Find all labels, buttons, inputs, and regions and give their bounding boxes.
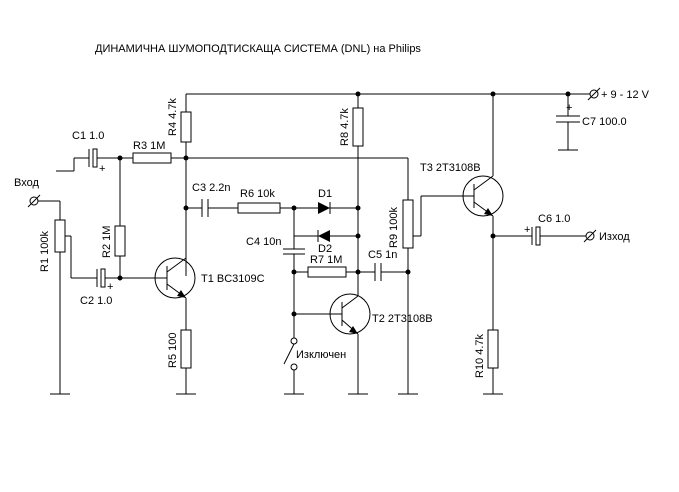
resistor-r4: R4 4.7k <box>167 94 192 276</box>
supply-terminal: + 9 - 12 V <box>587 87 650 101</box>
c6-label: C6 1.0 <box>538 213 570 225</box>
capacitor-c1: + C1 1.0 <box>56 130 123 175</box>
c6-polarity: + <box>524 224 530 236</box>
c1-label: C1 1.0 <box>72 130 104 142</box>
resistor-r6: R6 10k <box>237 188 294 214</box>
potentiometer-r9: R9 100k <box>388 195 460 395</box>
r7-label: R7 1M <box>310 254 342 266</box>
resistor-r5: R5 100 <box>167 329 196 395</box>
c4-label: C4 10n <box>246 236 281 248</box>
r6-label: R6 10k <box>240 188 275 200</box>
switch-label: Изключен <box>296 349 346 361</box>
r5-label: R5 100 <box>167 333 179 368</box>
diagram-title: ДИНАМИЧНА ШУМОПОДТИСКАЩА СИСТЕМА (DNL) н… <box>95 43 421 55</box>
r3-label: R3 1M <box>133 140 165 152</box>
resistor-r3: R3 1M <box>120 140 409 200</box>
c5-label: C5 1n <box>368 249 397 261</box>
t3-label: T3 2T3108B <box>420 162 481 174</box>
c7-polarity: + <box>566 102 572 114</box>
c1-polarity: + <box>99 163 105 175</box>
capacitor-c7: + C7 100.0 <box>556 94 627 151</box>
capacitor-c6: + C6 1.0 <box>493 213 586 246</box>
r8-label: R8 4.7k <box>339 108 351 146</box>
r4-label: R4 4.7k <box>167 98 179 136</box>
supply-label: + 9 - 12 V <box>601 89 650 101</box>
c7-label: C7 100.0 <box>582 116 627 128</box>
disable-switch: Изключен <box>283 337 346 395</box>
d1-label: D1 <box>318 188 332 200</box>
resistor-r10: R10 4.7k <box>474 329 503 395</box>
r9-label: R9 100k <box>388 207 400 248</box>
diode-d1: D1 <box>291 188 361 214</box>
supply-rail <box>186 91 590 97</box>
c2-polarity: + <box>107 281 113 293</box>
capacitor-c5: C5 1n <box>368 249 411 281</box>
c2-label: C2 1.0 <box>80 295 112 307</box>
t1-label: T1 BC3109C <box>201 273 265 285</box>
potentiometer-r1: R1 100k <box>39 219 97 395</box>
r2-label: R2 1M <box>101 226 113 258</box>
t2-label: T2 2T3108B <box>372 313 433 325</box>
resistor-r2: R2 1M <box>101 158 126 281</box>
output-label: Изход <box>599 231 630 243</box>
resistor-r7: R7 1M <box>294 254 375 278</box>
diode-d2: D2 <box>293 208 361 255</box>
transistor-t2: T2 2T3108B <box>294 293 433 395</box>
capacitor-c3: C3 2.2n <box>186 182 238 217</box>
r1-label: R1 100k <box>39 231 51 272</box>
transistor-t1: T1 BC3109C <box>154 257 265 330</box>
input-terminal: Вход <box>14 177 61 220</box>
input-label: Вход <box>14 177 39 189</box>
capacitor-c4: C4 10n <box>246 236 305 338</box>
c3-label: C3 2.2n <box>192 182 231 194</box>
transistor-t3: T3 2T3108B <box>420 94 504 330</box>
resistor-r8: R8 4.7k <box>339 94 364 296</box>
d2-label: D2 <box>318 243 332 255</box>
output-terminal: Изход <box>583 229 630 243</box>
capacitor-c2: + C2 1.0 <box>80 268 155 307</box>
r10-label: R10 4.7k <box>474 333 486 378</box>
